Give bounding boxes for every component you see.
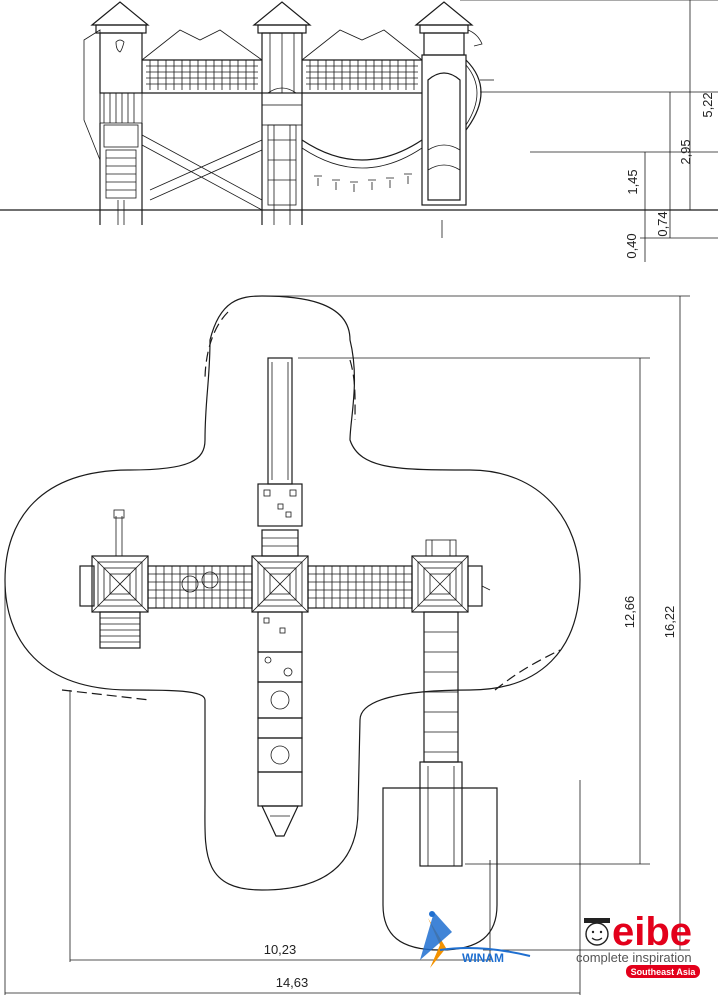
plan-view: 12,66 16,22 10,23 14,63 bbox=[4, 295, 690, 995]
safety-zone-dashed-top-right bbox=[349, 359, 356, 421]
dim-slide-exit: 0,74 bbox=[655, 211, 670, 236]
eibe-logo: eibe complete inspiration Southeast Asia bbox=[576, 910, 700, 978]
middle-tower bbox=[252, 1, 312, 225]
safety-zone-outline bbox=[4, 295, 581, 891]
dim-platform-high: 2,95 bbox=[678, 139, 693, 164]
eibe-region-badge: Southeast Asia bbox=[631, 967, 697, 977]
plan-dimensions: 12,66 16,22 10,23 14,63 bbox=[4, 295, 690, 995]
safety-zone-dashed-left bbox=[61, 689, 151, 701]
net-bridge-left bbox=[141, 29, 263, 211]
dim-length-inner: 12,66 bbox=[622, 596, 637, 629]
eibe-face-icon bbox=[585, 922, 609, 946]
winam-logo: WINAM bbox=[420, 911, 531, 968]
elevation-view: 5,22 2,95 1,45 0,74 0,40 bbox=[0, 0, 718, 262]
eibe-wordmark: eibe bbox=[612, 910, 692, 954]
left-tower bbox=[83, 1, 150, 225]
safety-zone-dashed-right bbox=[494, 649, 561, 691]
elevation-dimensions: 5,22 2,95 1,45 0,74 0,40 bbox=[460, 0, 718, 262]
right-tower bbox=[414, 1, 494, 238]
cross-bridges bbox=[79, 509, 491, 649]
dim-foundation: 0,40 bbox=[624, 233, 639, 258]
tube-slide bbox=[419, 611, 463, 867]
dim-platform-low: 1,45 bbox=[625, 169, 640, 194]
safety-zone-dashed-top bbox=[204, 311, 229, 381]
south-run bbox=[257, 611, 303, 837]
winam-wordmark: WINAM bbox=[462, 951, 504, 965]
dim-width-outer: 14,63 bbox=[276, 975, 309, 990]
top-slide bbox=[257, 357, 303, 557]
dim-width-inner: 10,23 bbox=[264, 942, 297, 957]
dim-length-outer: 16,22 bbox=[662, 606, 677, 639]
net-bridge-right bbox=[301, 29, 423, 192]
winam-figure-icon bbox=[428, 918, 446, 968]
dim-total-height: 5,22 bbox=[700, 92, 715, 117]
eibe-tagline: complete inspiration bbox=[576, 950, 692, 965]
